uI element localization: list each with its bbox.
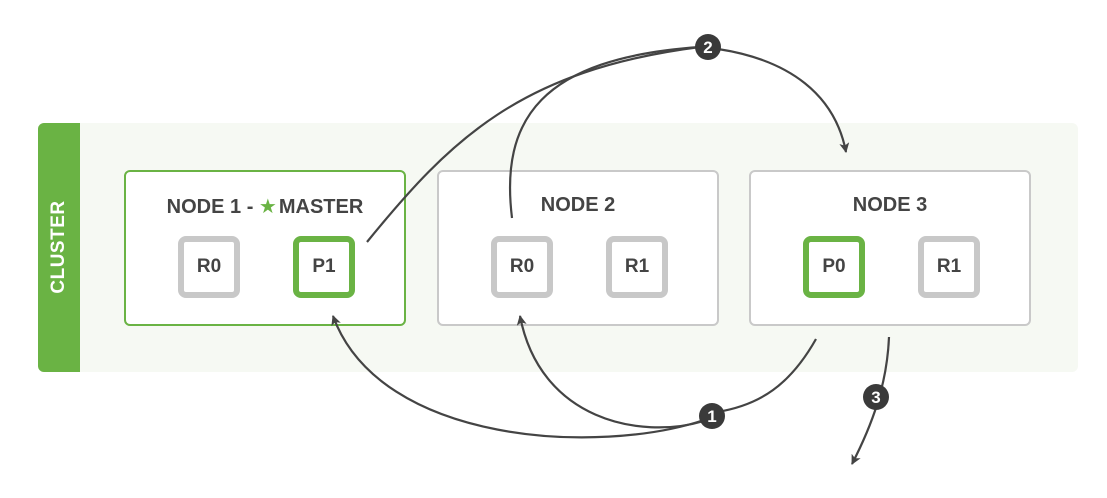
step-2-label: 2 <box>703 38 712 57</box>
cluster-tab <box>38 123 80 372</box>
step-1-badge: 1 <box>699 403 725 429</box>
node-2-title: NODE 2 <box>540 194 616 216</box>
step-1-label: 1 <box>707 407 716 426</box>
node-3-shard-p0: P0 <box>803 236 865 298</box>
node-1: NODE 1 - ★MASTER R0 P1 <box>124 170 406 326</box>
arrow-step-1-to-node-2-r0 <box>516 315 705 429</box>
node-1-name: NODE 1 - <box>166 196 259 218</box>
node-2-shard-r1: R1 <box>606 236 668 298</box>
node-1-shard-p1: P1 <box>293 236 355 298</box>
node-3: NODE 3 P0 R1 <box>749 170 1031 326</box>
node-1-title: NODE 1 - ★MASTER <box>126 194 404 219</box>
node-1-shard-r0: R0 <box>178 236 240 298</box>
arrow-node2-to-step-2 <box>508 45 701 219</box>
node-3-shard-r1: R1 <box>918 236 980 298</box>
step-2-badge: 2 <box>695 34 721 60</box>
node-3-title: NODE 3 <box>852 194 928 216</box>
node-2-shard-r0: R0 <box>491 236 553 298</box>
master-label: MASTER <box>278 196 364 218</box>
arrow-step-2-to-node-3 <box>717 47 850 153</box>
star-icon: ★ <box>258 196 277 218</box>
arrow-node-3-to-step-1 <box>716 338 817 414</box>
step-3-label: 3 <box>871 388 880 407</box>
arrow-step-1-to-p1 <box>331 315 705 439</box>
step-3-badge: 3 <box>863 384 889 410</box>
arrow-p1-to-step-2 <box>366 45 701 243</box>
node-2: NODE 2 R0 R1 <box>437 170 719 326</box>
